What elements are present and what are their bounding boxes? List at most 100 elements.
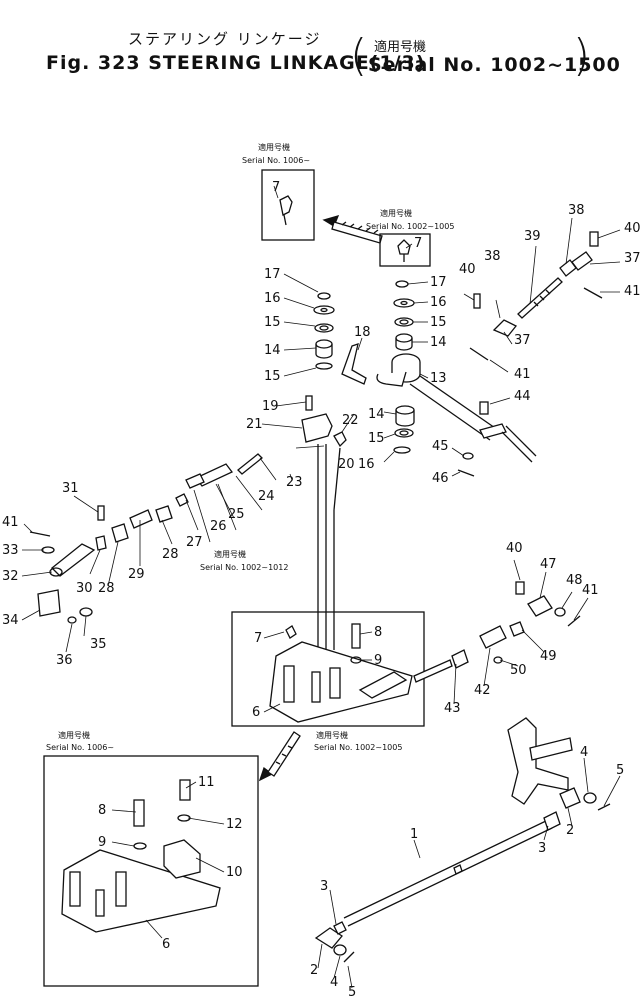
note-applic-1: 適用号機 (258, 142, 290, 152)
callout-38-left: 38 (484, 249, 501, 264)
variant-box-serial-1006 (261, 169, 315, 241)
callout-44: 44 (514, 389, 531, 404)
figure-title: Fig. 323 STEERING LINKAGE(1/3) (46, 52, 426, 74)
callout-48: 48 (566, 573, 583, 588)
title-japanese: ステアリング リンケージ (128, 30, 322, 48)
steering-knuckle (507, 717, 573, 805)
grease-fitting-7-upper (279, 195, 293, 226)
callout-41-mid: 41 (514, 367, 531, 382)
leader-lines (21, 185, 621, 989)
callout-39: 39 (524, 229, 541, 244)
tie-rod-right-group (413, 581, 581, 683)
note-applic-3: 適用号機 (214, 549, 246, 559)
bracket-plate-6 (269, 623, 413, 723)
serial-bracket: ( ) (350, 34, 590, 80)
callout-7-main: 7 (254, 631, 262, 646)
note-serial-1006-bottom: Serial No. 1006~ (46, 743, 114, 752)
variant-box-serial-1002-1005 (379, 233, 431, 267)
callout-16-right: 16 (430, 295, 447, 310)
callout-46: 46 (432, 471, 449, 486)
callout-18: 18 (354, 325, 371, 340)
callout-40-right: 40 (624, 221, 641, 236)
callout-17-left: 17 (264, 267, 281, 282)
washer-stack-left (313, 292, 335, 370)
callout-10: 10 (226, 865, 243, 880)
callout-19: 19 (262, 399, 279, 414)
callout-9-alt: 9 (98, 835, 106, 850)
callout-49: 49 (540, 649, 557, 664)
variant-box-lower-1006 (43, 755, 259, 987)
main-bracket-box (231, 611, 425, 727)
note-serial-1002-1005-bottom: Serial No. 1002~1005 (314, 743, 402, 752)
tie-rod-left-group (29, 453, 263, 624)
callout-21: 21 (246, 417, 263, 432)
callout-35: 35 (90, 637, 107, 652)
callout-41-right: 41 (624, 284, 641, 299)
callout-15-lower: 15 (368, 431, 385, 446)
callout-6-main: 6 (252, 705, 260, 720)
callout-15-left: 15 (264, 315, 281, 330)
callout-5-right: 5 (616, 763, 624, 778)
callout-42: 42 (474, 683, 491, 698)
callout-47: 47 (540, 557, 557, 572)
right-parenthesis: ) (572, 30, 590, 81)
note-applic-5: 適用号機 (58, 730, 90, 740)
callout-6-alt: 6 (162, 937, 170, 952)
callout-20: 20 (338, 457, 355, 472)
callout-37-lower: 37 (514, 333, 531, 348)
callout-14-right: 14 (430, 335, 447, 350)
bracket-18 (341, 343, 367, 385)
callout-5-left: 5 (348, 985, 356, 997)
note-serial-1002-1012: Serial No. 1002~1012 (200, 563, 288, 572)
callout-41-left: 41 (2, 515, 19, 530)
steering-arm-13 (376, 353, 499, 441)
bracket-plate-6-alt (61, 779, 221, 933)
callout-31: 31 (62, 481, 79, 496)
callout-38-right: 38 (568, 203, 585, 218)
callout-1: 1 (410, 827, 418, 842)
callout-labels: 7 7 17 16 15 14 15 17 16 15 14 13 18 19 … (2, 180, 641, 997)
callout-3-right: 3 (538, 841, 546, 856)
callout-23: 23 (286, 475, 303, 490)
callout-28-left: 28 (98, 581, 115, 596)
note-serial-1002-1005-top: Serial No. 1002~1005 (366, 222, 454, 231)
callout-43: 43 (444, 701, 461, 716)
callout-27: 27 (186, 535, 203, 550)
callout-40-lower: 40 (506, 541, 523, 556)
callout-50: 50 (510, 663, 527, 678)
callout-40-upper: 40 (459, 262, 476, 277)
rod-end-44 (457, 401, 537, 477)
callout-8-alt: 8 (98, 803, 106, 818)
callout-17-right: 17 (430, 275, 447, 290)
callout-32: 32 (2, 569, 19, 584)
callout-36: 36 (56, 653, 73, 668)
callout-22: 22 (342, 413, 359, 428)
callout-8-main: 8 (374, 625, 382, 640)
callout-4-right: 4 (580, 745, 588, 760)
callout-28-right: 28 (162, 547, 179, 562)
callout-16-lower: 16 (358, 457, 375, 472)
callout-34: 34 (2, 613, 19, 628)
callout-37-right: 37 (624, 251, 641, 266)
callout-45: 45 (432, 439, 449, 454)
clevis-21 (301, 395, 347, 448)
callout-9-main: 9 (374, 653, 382, 668)
callout-2-right: 2 (566, 823, 574, 838)
callout-12: 12 (226, 817, 243, 832)
note-serial-1006-top: Serial No. 1006~ (242, 156, 310, 165)
left-parenthesis: ( (350, 30, 368, 81)
grease-fitting-7-alt (397, 239, 411, 262)
serial-label-japanese: 適用号機 (374, 40, 427, 55)
callout-33: 33 (2, 543, 19, 558)
callout-2-left: 2 (310, 963, 318, 978)
callout-15-right: 15 (430, 315, 447, 330)
callout-11: 11 (198, 775, 215, 790)
variant-arrow-lower (258, 731, 301, 782)
callout-4-left: 4 (330, 975, 338, 990)
callout-30: 30 (76, 581, 93, 596)
main-tie-rod-1 (314, 787, 611, 963)
rod-assembly-upper-right (469, 231, 603, 361)
serial-range: Serial No. 1002~1500 (368, 54, 621, 76)
callout-25: 25 (228, 507, 245, 522)
